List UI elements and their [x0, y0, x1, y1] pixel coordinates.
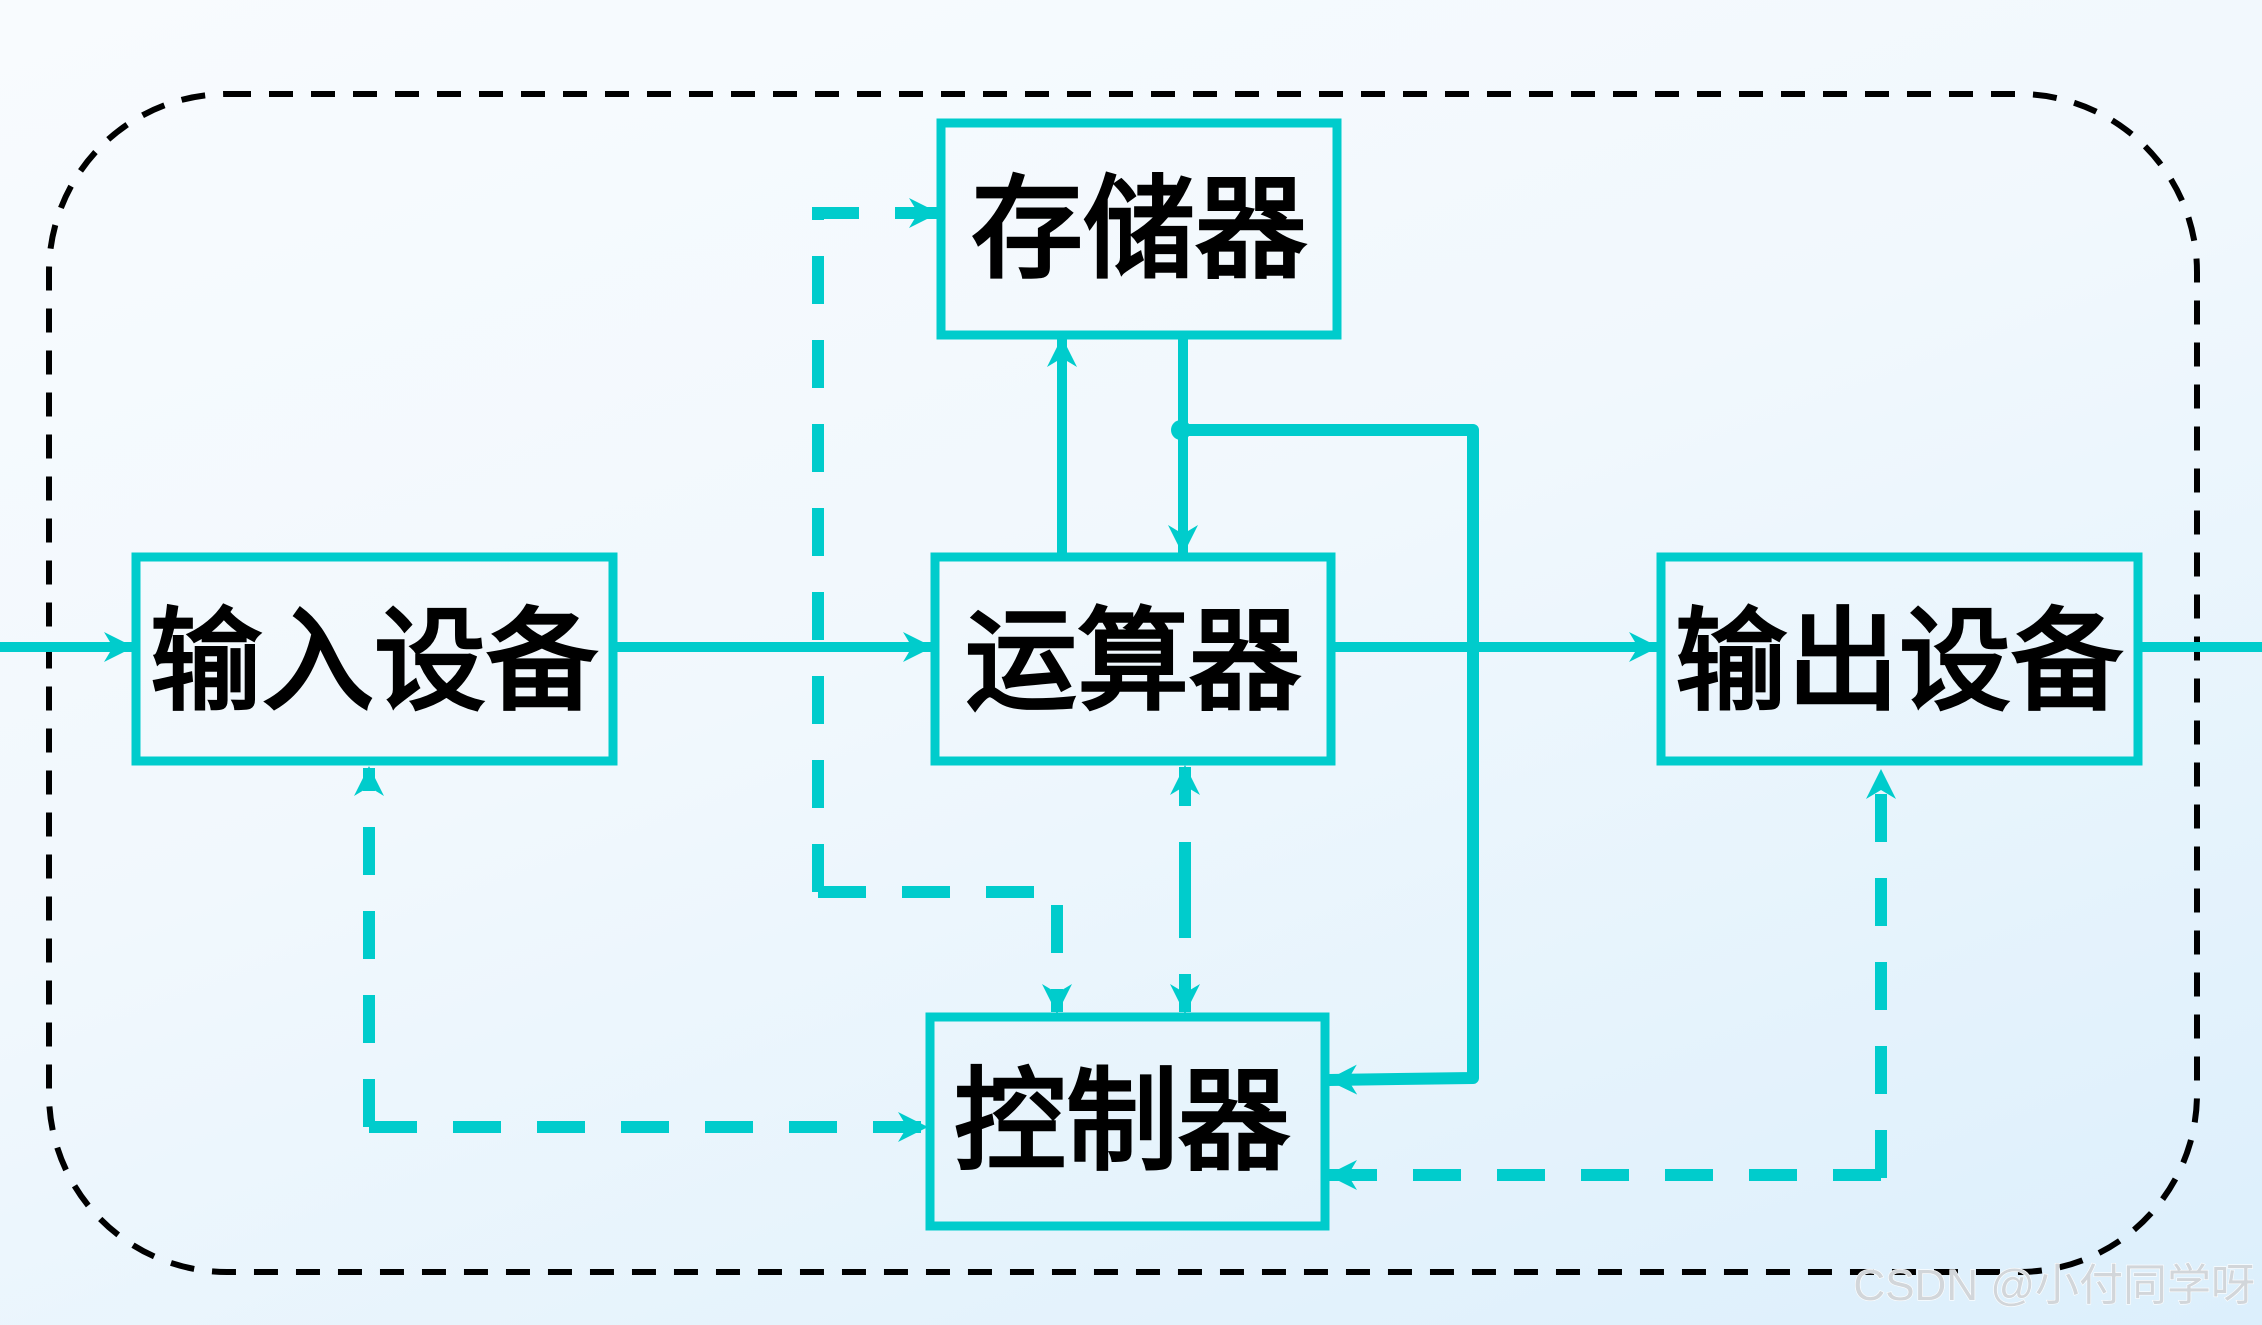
node-input[interactable]: 输入设备 [131, 552, 618, 766]
control-paths [354, 198, 1896, 1190]
junction-dot [1171, 420, 1191, 440]
alu-box [930, 552, 1336, 766]
controller-box [925, 1012, 1330, 1231]
node-controller[interactable]: 控制器 [925, 1012, 1330, 1231]
memory-box [936, 118, 1342, 340]
input-label: 输入设备 [150, 596, 599, 727]
arrow-controller-to-memory [812, 198, 939, 892]
controller-label: 控制器 [954, 1056, 1291, 1187]
arrow-memory-path-to-controller [818, 886, 1072, 1014]
watermark: CSDN @小付同学呀 [1853, 1261, 2255, 1310]
arrow-memory-to-controller [1183, 424, 1479, 1095]
alu-label: 运算器 [965, 596, 1302, 727]
node-memory[interactable]: 存储器 [936, 118, 1342, 340]
input-box [131, 552, 618, 766]
computer-boundary [46, 91, 2200, 1275]
output-box [1656, 552, 2143, 766]
node-alu[interactable]: 运算器 [930, 552, 1336, 766]
node-output[interactable]: 输出设备 [1656, 552, 2143, 766]
output-label: 输出设备 [1675, 596, 2124, 727]
memory-label: 存储器 [971, 164, 1308, 295]
data-paths [0, 337, 2262, 1095]
